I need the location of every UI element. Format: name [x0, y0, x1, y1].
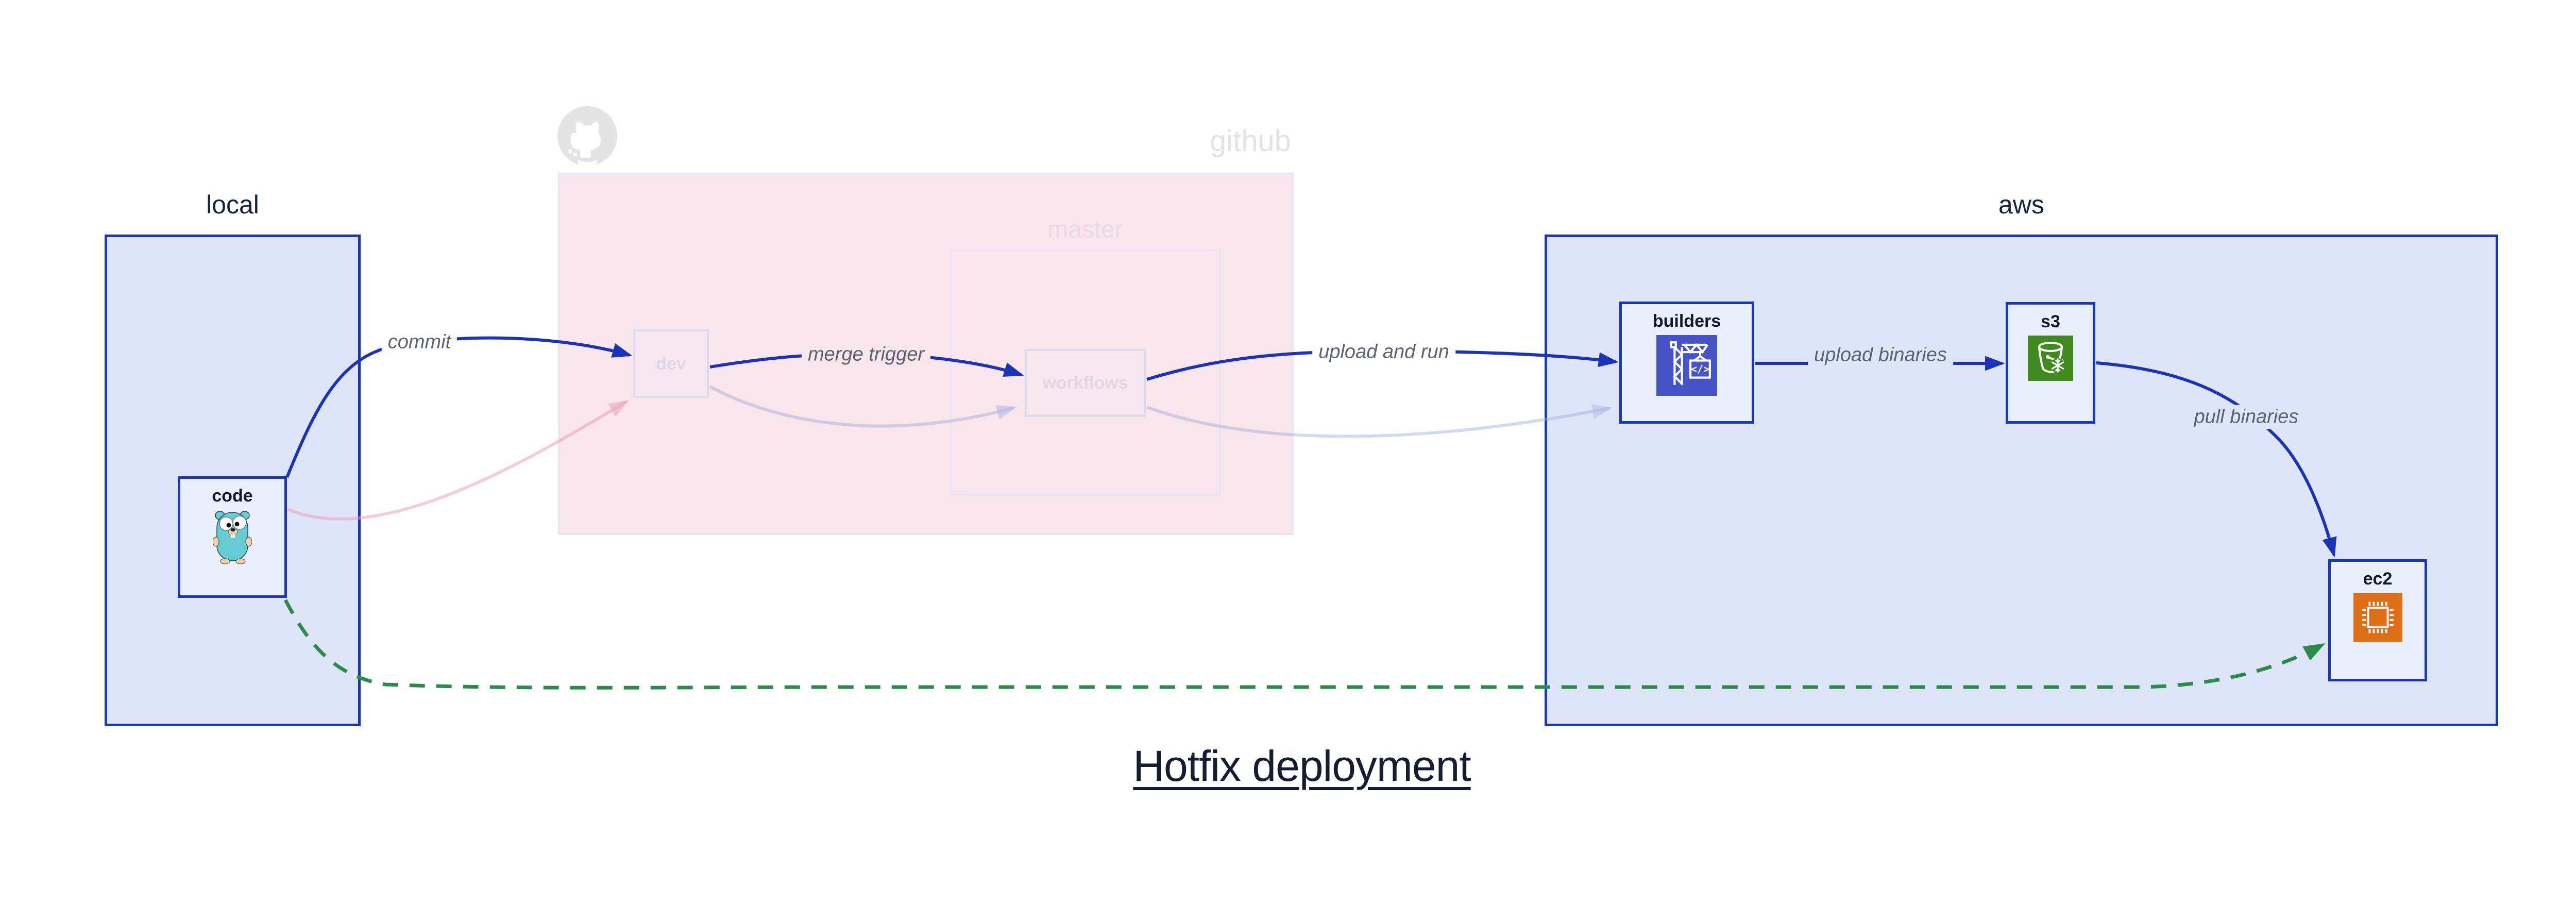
- codebuild-crane-icon: </>: [1656, 335, 1717, 398]
- node-code: code: [178, 476, 287, 598]
- node-dev-label: dev: [656, 354, 686, 374]
- diagram-title: Hotfix deployment: [0, 741, 2576, 791]
- node-ec2: ec2: [2328, 559, 2427, 681]
- node-builders: builders </>: [1619, 302, 1754, 424]
- node-code-label: code: [212, 486, 253, 506]
- node-workflows-label: workflows: [1042, 373, 1128, 393]
- github-group-label: github: [1209, 124, 1291, 158]
- node-s3-label: s3: [2041, 312, 2060, 331]
- diagram-title-text: Hotfix deployment: [1133, 742, 1471, 790]
- node-s3: s3: [2006, 302, 2095, 424]
- node-dev: dev: [633, 329, 709, 398]
- edge-upload-binaries-label: upload binaries: [1808, 343, 1953, 368]
- node-builders-label: builders: [1652, 311, 1721, 331]
- node-ec2-label: ec2: [2363, 569, 2393, 589]
- edge-upload-and-run-label: upload and run: [1312, 340, 1455, 364]
- s3-glacier-bucket-icon: [2027, 336, 2074, 383]
- go-gopher-icon: [212, 510, 252, 567]
- edge-pull-binaries-label: pull binaries: [2188, 405, 2305, 429]
- edge-commit-label: commit: [381, 330, 457, 355]
- edge-merge-trigger-label: merge trigger: [802, 342, 930, 367]
- master-branch-label: master: [1047, 216, 1123, 243]
- local-group-label: local: [206, 190, 259, 219]
- octocat-icon: [556, 105, 618, 170]
- ec2-chip-icon: [2353, 593, 2402, 645]
- svg-text:</>: </>: [1691, 363, 1709, 375]
- node-workflows: workflows: [1025, 349, 1146, 417]
- aws-group-label: aws: [1998, 190, 2044, 219]
